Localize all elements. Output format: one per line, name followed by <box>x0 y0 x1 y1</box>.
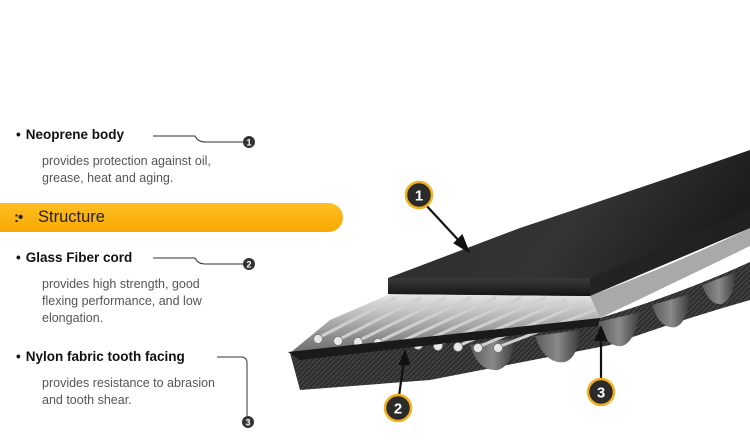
svg-text:3: 3 <box>597 385 605 402</box>
cord-side <box>590 228 750 318</box>
leader-line-3 <box>217 356 248 416</box>
leader-marker-3: 3 <box>242 416 254 428</box>
leader-lines <box>153 135 248 416</box>
structure-label: Structure <box>38 208 105 226</box>
leader-marker-2: 2 <box>243 258 255 270</box>
callout-2: 2 <box>383 393 413 423</box>
svg-text:3: 3 <box>245 418 250 428</box>
svg-text:1: 1 <box>415 188 423 205</box>
leader-line-1 <box>153 135 244 143</box>
timing-belt-illustration <box>288 150 750 390</box>
neoprene-front-face <box>388 278 590 296</box>
svg-text:2: 2 <box>394 401 402 418</box>
svg-text:1: 1 <box>246 138 251 148</box>
svg-text:2: 2 <box>246 260 251 270</box>
feature-1-title: •Neoprene body <box>16 127 124 142</box>
feature-2-title: •Glass Fiber cord <box>16 250 133 265</box>
callout-3: 3 <box>586 377 616 407</box>
callout-1: 1 <box>404 180 434 210</box>
feature-2-description: provides high strength, good flexing per… <box>42 277 202 325</box>
leader-marker-1: 1 <box>243 136 255 148</box>
leader-markers: 1 2 3 <box>242 136 255 428</box>
callout-arrows <box>397 202 608 397</box>
feature-1-description: provides protection against oil, grease,… <box>42 154 211 185</box>
structure-banner: :• Structure <box>0 203 343 232</box>
leader-line-2 <box>153 257 244 265</box>
feature-3-title: •Nylon fabric tooth facing <box>16 349 185 364</box>
feature-3-description: provides resistance to abrasion and toot… <box>42 376 216 407</box>
colon-bullet-icon: :• <box>14 209 23 226</box>
